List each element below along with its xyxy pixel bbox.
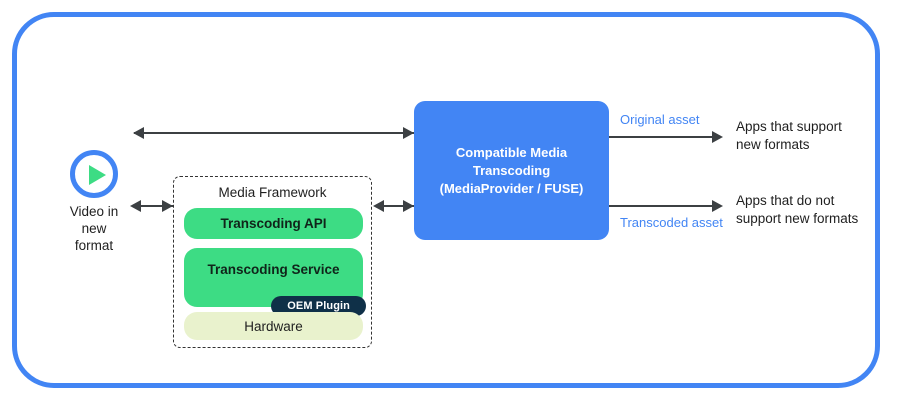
original-asset-label: Original asset [620,112,700,127]
arrow-source-to-cmt-head-right [403,127,414,139]
transcoding-api-box: Transcoding API [184,208,363,239]
arrow-video-to-framework-line [133,205,173,207]
apps-support-new-formats-label: Apps that support new formats [736,119,842,152]
transcoded-asset-label: Transcoded asset [620,215,723,230]
media-framework-group: Media Framework Transcoding API Transcod… [173,176,372,348]
media-framework-title: Media Framework [218,185,327,200]
hardware-label: Hardware [244,318,303,334]
transcoding-api-label: Transcoding API [220,216,327,231]
transcoding-service-label: Transcoding Service [207,262,340,277]
arrow-source-to-cmt-head-left [133,127,144,139]
apps-no-support-new-formats-label: Apps that do not support new formats [736,193,859,226]
transcoding-service-box: Transcoding Service OEM Plugin [184,248,366,316]
arrow-framework-to-cmt-line [376,205,414,207]
arrow-framework-to-cmt-head-right [403,200,414,212]
arrow-transcoded-asset-head [712,200,723,212]
arrow-transcoded-asset-line [609,205,719,207]
arrow-source-to-cmt-line [134,132,414,134]
video-source-caption: Video in new format [69,204,119,253]
compatible-media-transcoding-box: Compatible Media Transcoding (MediaProvi… [414,101,609,240]
arrow-video-to-framework-head-left [130,200,141,212]
arrow-video-to-framework-head-right [162,200,173,212]
arrow-original-asset-line [609,136,719,138]
arrow-original-asset-head [712,131,723,143]
hardware-box: Hardware [184,312,363,340]
arrow-framework-to-cmt-head-left [373,200,384,212]
play-triangle-icon [89,165,106,185]
play-circle-icon [70,150,118,198]
oem-plugin-badge: OEM Plugin [271,296,366,316]
